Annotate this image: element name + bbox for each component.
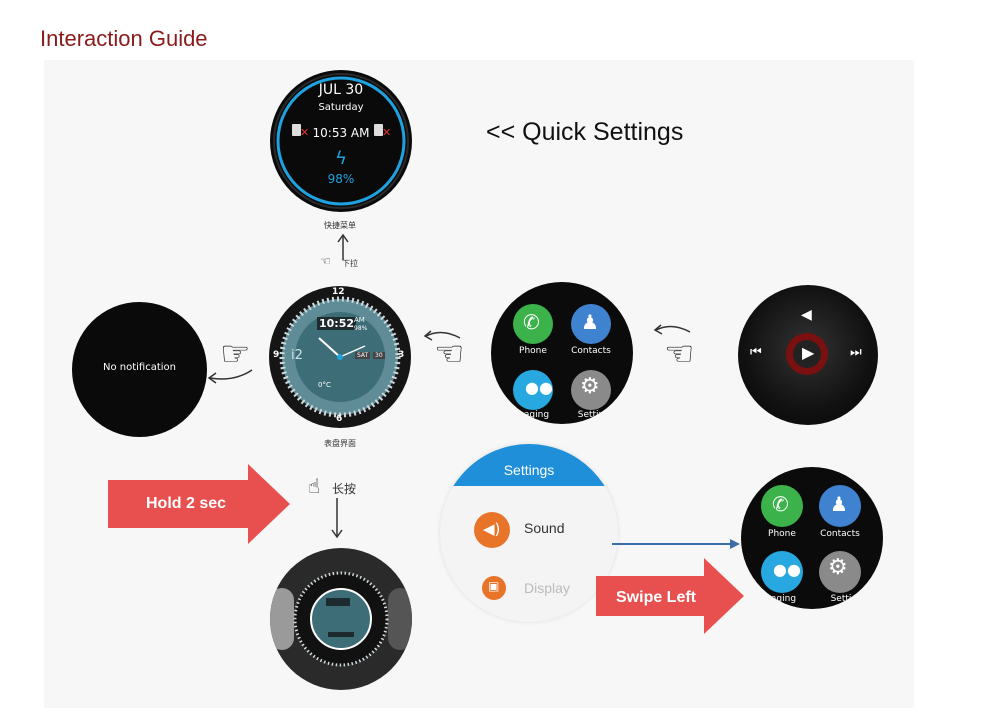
sim-card-icon [292,124,301,136]
phone-app-icon-2 [761,485,803,527]
battery-ring [273,73,409,209]
face-digit-6: 6 [336,414,343,424]
long-press-hand-icon: ☝ [308,474,321,498]
contacts-app-label: Contacts [571,346,611,356]
qs-date: JUL 30 [318,82,364,98]
qs-caption: 快捷菜单 [324,221,356,230]
face-day: SAT [355,352,371,359]
qs-time: 10:53 AM [312,126,370,140]
phone-glyph-icon: ✆ [523,310,540,334]
arrow-down-icon [331,498,343,539]
page-title: Interaction Guide [40,26,208,51]
swipe-label: Swipe Left [616,589,697,606]
display-icon: ▣ [488,579,500,593]
previous-track-icon: ⏮ [750,345,762,360]
volume-icon: ◀ [801,307,812,323]
face-date: 30 [373,352,385,359]
hold-label: Hold 2 sec [146,495,227,512]
messaging-glyph-icon-2: ●● [773,560,801,579]
messaging-app-label: essaging [508,410,550,420]
hold-callout-arrow [108,464,290,544]
quick-settings-watch: JUL 30 Saturday ✕ 10:53 AM ✕ ϟ 98% [270,70,412,212]
settings-app-label-2: Setti [830,594,852,604]
apps-watch-2: ✆ Phone ♟ Contacts ●● essaging ⚙ Setti [741,467,883,609]
media-watch: ◀ ⏮ ▶ ⏭ [738,285,878,425]
messaging-app-icon [513,370,553,410]
face-percent: 98% [354,325,368,332]
swipe-right-hand-icon: ☞ [220,334,251,374]
pull-down-caption: 下拉 [342,259,358,268]
watch-bezel [279,296,401,418]
swipe-down-hand-icon: ☜ [320,254,331,268]
swipe-left-hand-icon-1: ☜ [434,334,465,374]
arrow-left-icon-3 [653,324,691,335]
messaging-app-icon-2 [761,551,803,593]
phone-glyph-icon-2: ✆ [772,492,789,516]
settings-app-label: Settin [577,410,605,420]
sim-off-icon: ✕ [300,126,310,139]
device-off-icon: ✕ [382,126,392,139]
charging-bolt-icon: ϟ [335,148,347,169]
phone-app-label: Phone [519,346,547,356]
face-logo: i2 [291,348,303,363]
face-time: 10:52 [317,317,357,330]
swipe-callout-arrow [596,558,744,634]
play-icon: ▶ [802,343,815,362]
settings-gear-icon-2: ⚙ [828,555,848,580]
swipe-left-hand-icon-2: ☜ [664,334,695,374]
sound-icon: ◀) [483,520,501,538]
quick-settings-label: << Quick Settings [486,118,684,146]
notification-watch: No notification [72,302,207,437]
display-icon-circle [482,576,506,600]
settings-app-icon [571,370,611,410]
arrow-left-icon-2 [423,330,461,341]
next-track-icon: ⏭ [850,345,862,360]
no-notification-text: No notification [102,362,176,373]
play-button-inner [793,340,821,368]
contacts-app-icon [571,304,611,344]
settings-item-display: Display [524,580,570,596]
long-press-caption: 长按 [332,482,357,496]
face-edit-graphic [270,571,412,667]
settings-item-sound: Sound [524,520,565,536]
messaging-glyph-icon: ●● [525,378,553,397]
contacts-glyph-icon-2: ♟ [830,492,848,516]
face-digit-3: 3 [398,350,405,360]
connector-arrow [612,539,740,549]
apps-watch: ✆ Phone ♟ Contacts ●● essaging ⚙ Settin [491,282,633,424]
settings-app-icon-2 [819,551,861,593]
sound-icon-circle [474,512,510,548]
face-ampm: AM [354,316,365,324]
qs-weekday: Saturday [318,102,364,113]
watch-face: 12 3 6 9 10:52 AM 98% i2 SAT 30 0°C [269,286,411,428]
settings-screen: Settings ◀) Sound ▣ Display [440,444,618,622]
contacts-app-icon-2 [819,485,861,527]
contacts-glyph-icon: ♟ [581,310,599,334]
face-digit-12: 12 [332,287,345,297]
face-temp: 0°C [318,381,331,389]
contacts-app-label-2: Contacts [820,529,860,539]
arrow-left-icon [207,369,253,384]
device-icon [374,124,383,136]
face-edit-watch [270,548,412,690]
watchface-caption: 表盘界面 [324,439,356,448]
settings-header: Settings [503,462,555,478]
messaging-app-label-2: essaging [755,594,797,604]
face-digit-9: 9 [273,350,280,360]
settings-gear-icon: ⚙ [580,374,600,399]
arrow-up-icon [337,233,349,260]
phone-app-label-2: Phone [768,529,796,539]
settings-header-bar [440,444,618,486]
phone-app-icon [513,304,553,344]
qs-battery: 98% [327,172,355,186]
